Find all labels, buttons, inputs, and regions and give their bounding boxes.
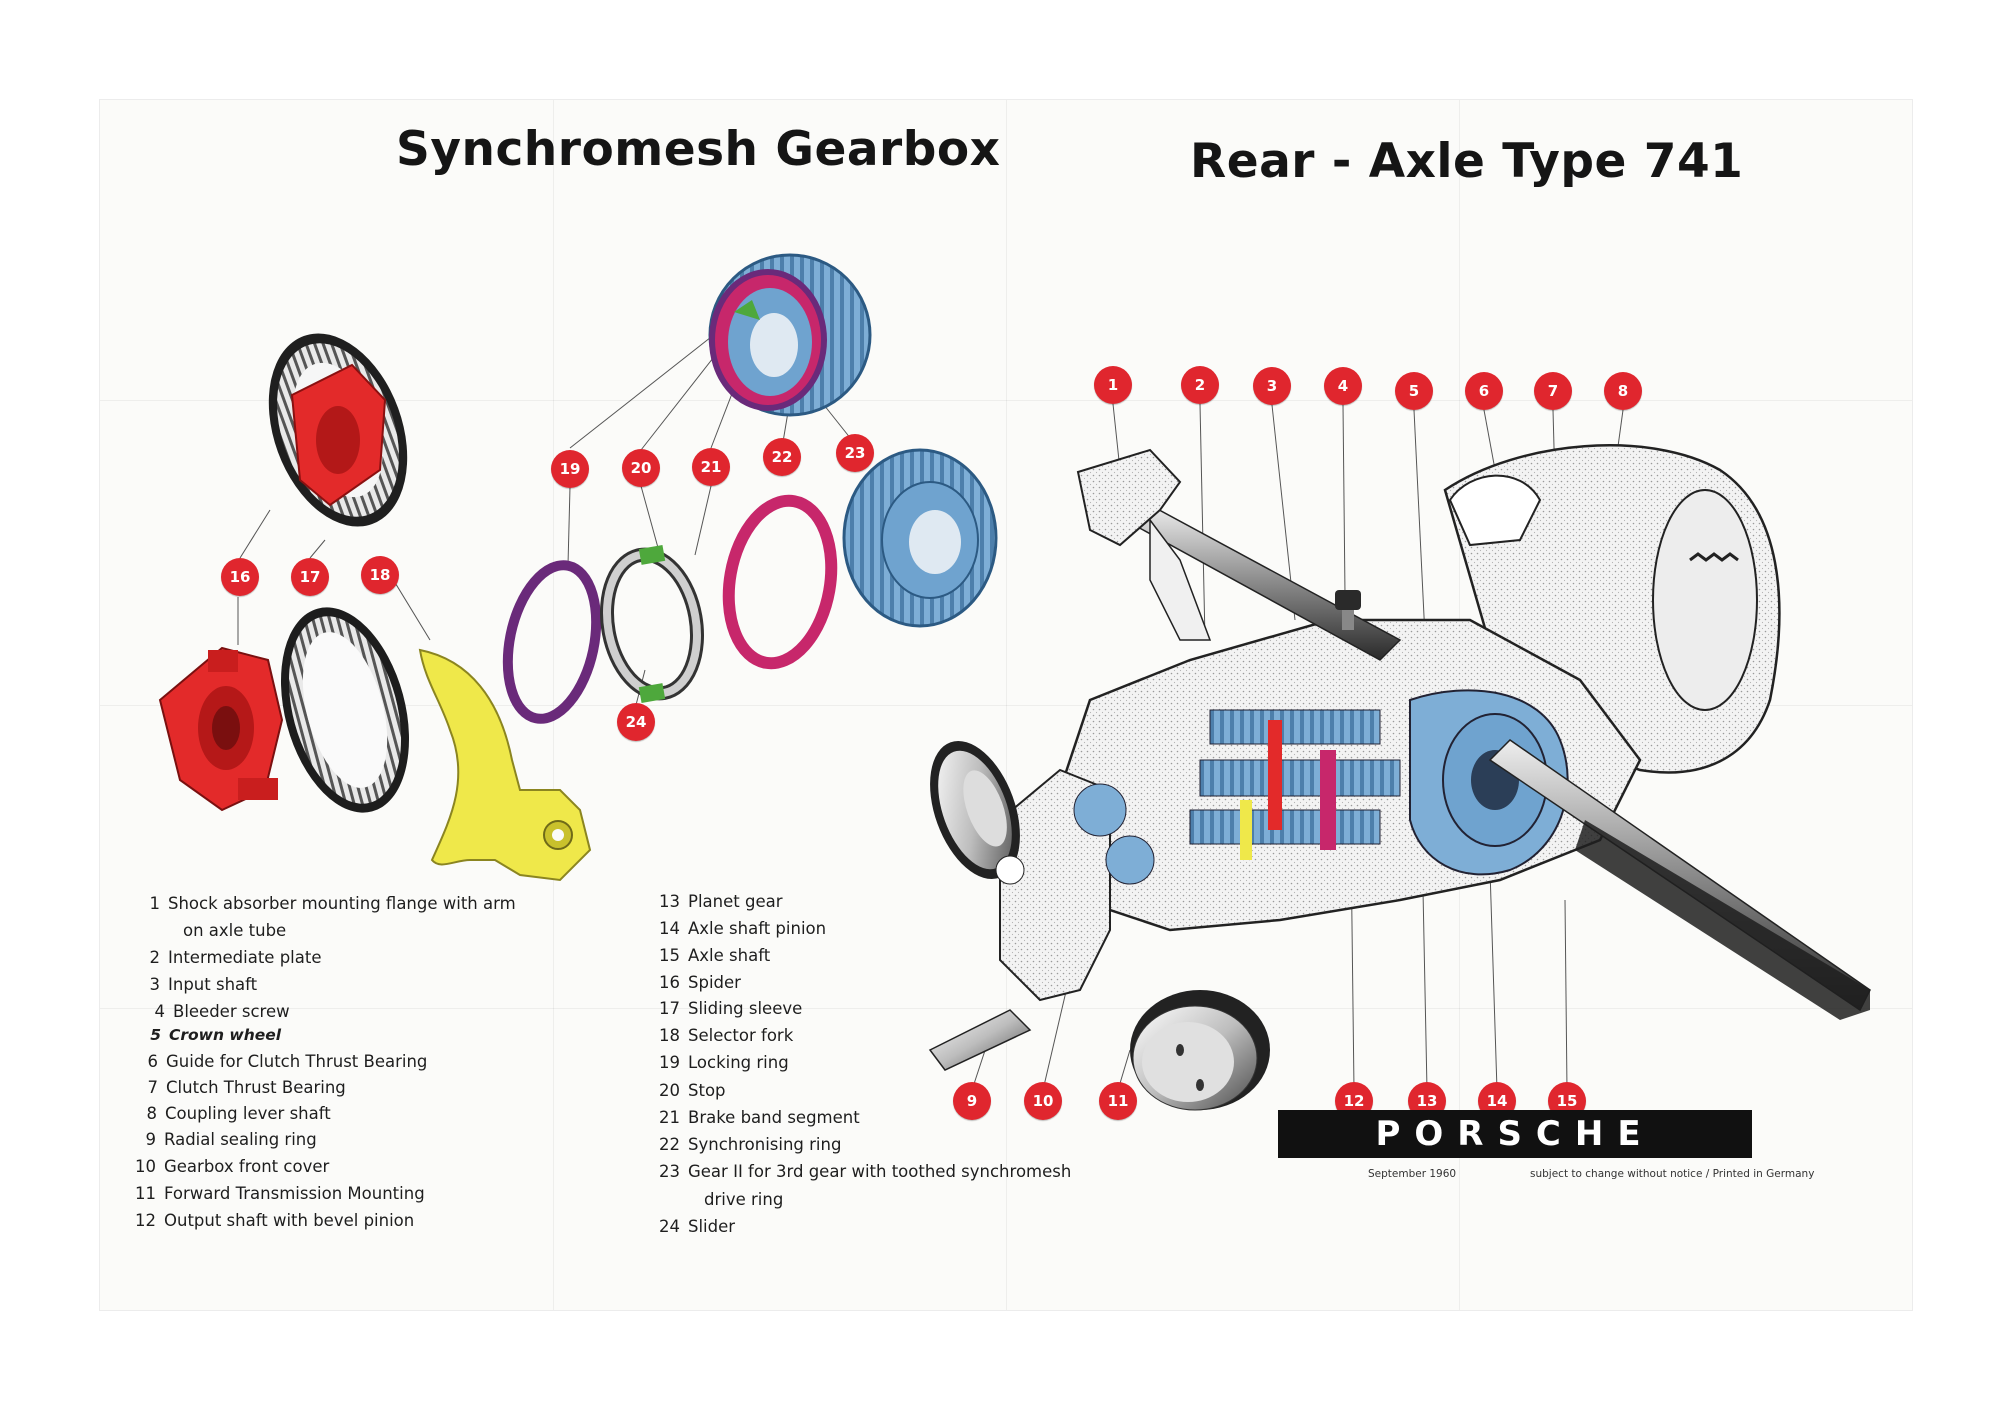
callout-8: 8	[1604, 372, 1642, 410]
callout-23: 23	[836, 434, 874, 472]
callout-24: 24	[617, 703, 655, 741]
gear-assembly-top	[708, 253, 872, 417]
callout-16: 16	[221, 558, 259, 596]
callout-22: 22	[763, 438, 801, 476]
porsche-logo: PORSCHE	[1278, 1110, 1752, 1158]
locking-ring-purple	[502, 560, 602, 724]
callout-17: 17	[291, 558, 329, 596]
callout-11: 11	[1099, 1082, 1137, 1120]
callout-20: 20	[622, 449, 660, 487]
callout-6: 6	[1465, 372, 1503, 410]
spider-red	[158, 646, 284, 812]
callout-18: 18	[361, 556, 399, 594]
callout-1: 1	[1094, 366, 1132, 404]
callout-9: 9	[953, 1082, 991, 1120]
callout-4: 4	[1324, 367, 1362, 405]
spider-top-red	[290, 363, 387, 507]
callout-2: 2	[1181, 366, 1219, 404]
title-part-1: Synchromesh Gearbox	[396, 122, 1001, 177]
brake-band-with-stop	[599, 544, 705, 704]
gearbox-assembly	[928, 444, 1871, 1111]
legend-item-cont: drive ring	[704, 1190, 784, 1209]
sliding-sleeve	[280, 607, 410, 813]
gear-ii-blue	[842, 448, 998, 628]
print-date: September 1960	[1368, 1168, 1457, 1180]
selector-fork-yellow	[418, 648, 592, 882]
callout-21: 21	[692, 448, 730, 486]
forward-transmission-mounting	[1130, 990, 1270, 1111]
callout-5: 5	[1395, 372, 1433, 410]
poster-title: Synchromesh Gearbox Rear - Axle Type 741	[0, 16, 2000, 189]
callout-10: 10	[1024, 1082, 1062, 1120]
title-part-2: Rear - Axle Type 741	[1190, 134, 1744, 189]
synchronising-ring-magenta	[722, 494, 838, 670]
callout-3: 3	[1253, 367, 1291, 405]
callout-7: 7	[1534, 372, 1572, 410]
legend-item-cont: on axle tube	[183, 921, 287, 940]
internal-gears	[1073, 709, 1401, 885]
print-notice: subject to change without notice / Print…	[1530, 1168, 1815, 1180]
radial-sealing-ring	[930, 740, 1020, 880]
callout-19: 19	[551, 450, 589, 488]
